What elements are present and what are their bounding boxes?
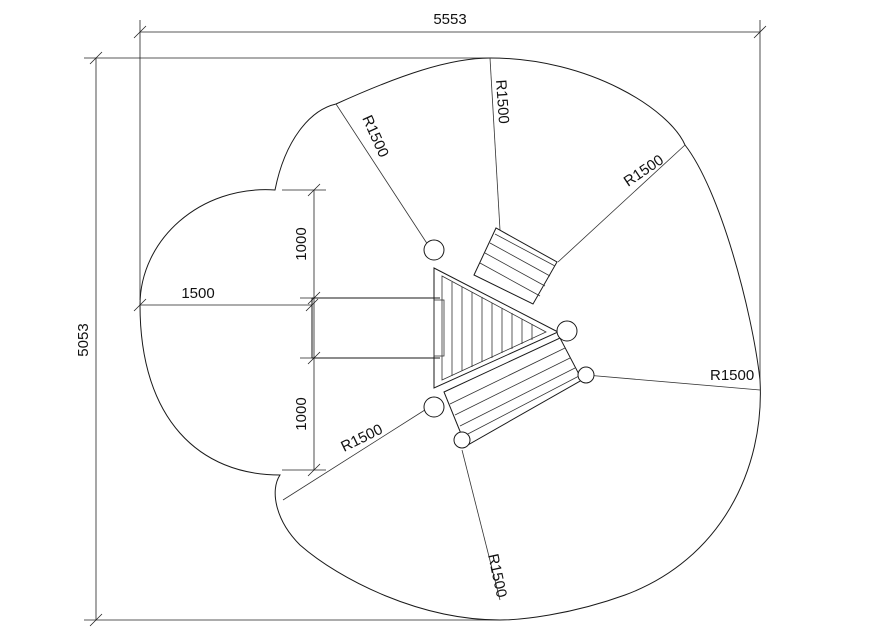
height-dimension-label: 5053 [75,323,92,356]
width-dimension-label: 5553 [433,11,466,28]
safety-zone-outline [139,57,761,621]
radius-label-right: R1500 [710,367,754,384]
post-bottom [453,431,471,449]
radius-leaders [282,57,761,601]
radius-label-bottom: R1500 [484,552,510,599]
lower-offset-label: 1000 [293,397,310,430]
slide-length-dimension: 1500 [133,285,319,312]
radius-label-upper-right: R1500 [621,152,667,191]
slide-length-label: 1500 [181,285,214,302]
radius-label-upper-left: R1500 [358,113,392,160]
lower-steps [443,337,583,447]
post-bottom-left [423,396,445,418]
triangular-platform [433,267,560,389]
vertical-offset-dimensions: 1000 1000 [282,183,326,477]
post-right [556,320,578,342]
upper-offset-label: 1000 [293,227,310,260]
radius-label-top: R1500 [492,79,512,124]
slide-chute [311,297,440,359]
post-top-left [423,239,445,261]
overall-width-dimension: 5553 [133,11,767,380]
post-lower-right [577,366,595,384]
overall-height-dimension: 5053 [75,51,500,627]
upper-ladder [473,227,558,305]
